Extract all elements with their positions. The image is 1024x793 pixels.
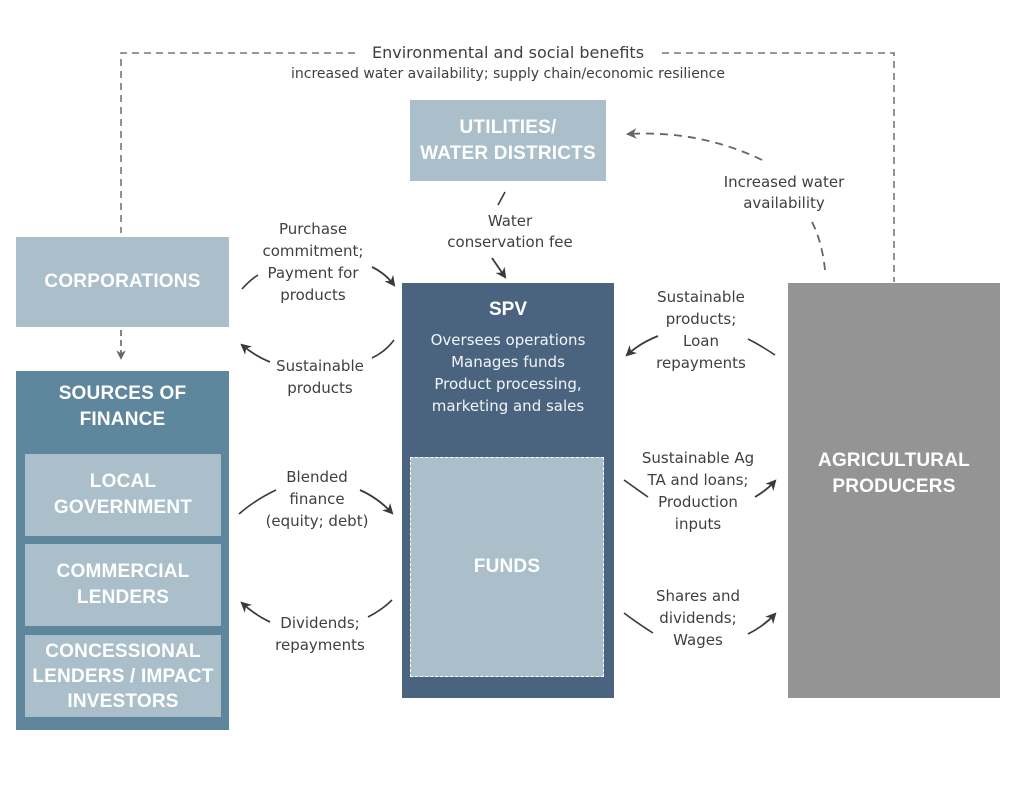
local-government-node: LOCAL GOVERNMENT	[25, 454, 221, 536]
blended-finance-label: Blended finance (equity; debt)	[252, 466, 382, 532]
dividends-line-2: repayments	[275, 636, 365, 654]
utilities-label-line-2: WATER DISTRICTS	[420, 142, 596, 164]
producers-line-1: AGRICULTURAL	[818, 450, 970, 471]
sustainable-ag-line-1: Sustainable Ag	[641, 449, 755, 467]
sustainable-ag-line-2: TA and loans;	[647, 471, 749, 489]
spv-title: SPV	[402, 297, 614, 323]
sp-right-line-4: repayments	[656, 354, 746, 372]
spv-description: Oversees operations Manages funds Produc…	[402, 329, 614, 417]
spv-desc-line-1: Oversees operations	[430, 331, 586, 349]
sp-left-line-1: Sustainable	[276, 357, 364, 375]
sources-of-finance-title: SOURCES OF FINANCE	[16, 377, 229, 437]
sp-right-line-2: products;	[665, 310, 737, 328]
purchase-line-1: Purchase	[278, 220, 348, 238]
benefits-dashed-line-right	[662, 52, 895, 282]
spv-desc-line-4: marketing and sales	[431, 397, 585, 415]
commercial-lenders-line-2: LENDERS	[76, 587, 170, 608]
dividends-line-1: Dividends;	[280, 614, 360, 632]
sustainable-ag-line-4: inputs	[674, 515, 722, 533]
benefits-subtitle-text: increased water availability; supply cha…	[291, 66, 725, 82]
blended-line-3: (equity; debt)	[265, 512, 369, 530]
sustainable-products-left-label: Sustainable products	[255, 355, 385, 399]
water-fee-arrow	[491, 257, 507, 279]
shares-line-1: Shares and	[655, 587, 741, 605]
sustainable-ag-line-3: Production	[658, 493, 738, 511]
increased-water-line-2: availability	[743, 194, 825, 212]
agricultural-producers-node: AGRICULTURAL PRODUCERS	[788, 283, 1000, 698]
sustainable-ag-label: Sustainable Ag TA and loans; Production …	[628, 447, 768, 535]
purchase-line-2: commitment;	[262, 242, 364, 260]
sp-right-line-3: Loan	[683, 332, 719, 350]
increased-water-label: Increased water availability	[704, 172, 864, 214]
sustainable-products-right-label: Sustainable products; Loan repayments	[636, 286, 766, 374]
spv-desc-line-2: Manages funds	[451, 353, 565, 371]
commercial-lenders-line-1: COMMERCIAL	[56, 561, 190, 582]
increased-water-dashed-arrow	[625, 128, 763, 161]
benefits-subtitle: increased water availability; supply cha…	[270, 64, 746, 85]
spv-desc-line-3: Product processing,	[434, 375, 582, 393]
concessional-line-1: CONCESSIONAL	[45, 640, 201, 662]
sp-left-line-2: products	[287, 379, 353, 397]
sources-of-finance-node: SOURCES OF FINANCE LOCAL GOVERNMENT COMM…	[16, 371, 229, 730]
producers-line-2: PRODUCERS	[832, 476, 956, 497]
increased-water-line-1: Increased water	[723, 173, 845, 191]
blended-line-2: finance	[289, 490, 345, 508]
commercial-lenders-node: COMMERCIAL LENDERS	[25, 544, 221, 626]
shares-dividends-label: Shares and dividends; Wages	[628, 585, 768, 651]
concessional-lenders-node: CONCESSIONAL LENDERS / IMPACT INVESTORS	[25, 635, 221, 717]
shares-line-2: dividends;	[659, 609, 737, 627]
purchase-line-3: Payment for	[267, 264, 359, 282]
sources-title-line-2: FINANCE	[79, 409, 166, 430]
sources-title-line-1: SOURCES OF	[58, 383, 187, 404]
concessional-line-2: LENDERS / IMPACT	[32, 665, 214, 687]
utilities-water-districts-node: UTILITIES/ WATER DISTRICTS	[410, 100, 606, 181]
benefits-title: Environmental and social benefits	[360, 42, 656, 63]
corporations-label: CORPORATIONS	[44, 271, 201, 292]
funds-label: FUNDS	[473, 556, 541, 577]
funds-node: FUNDS	[410, 457, 604, 677]
water-fee-line-1: Water	[487, 212, 533, 230]
sp-right-line-1: Sustainable	[657, 288, 745, 306]
dividends-repayments-label: Dividends; repayments	[255, 612, 385, 656]
corporations-node: CORPORATIONS	[16, 237, 229, 327]
local-government-line-1: LOCAL	[89, 471, 157, 492]
shares-line-3: Wages	[673, 631, 723, 649]
increased-water-dashed-tail	[809, 217, 826, 271]
water-fee-tail	[497, 191, 506, 206]
purchase-line-4: products	[280, 286, 346, 304]
purchase-commitment-label: Purchase commitment; Payment for product…	[248, 218, 378, 306]
concessional-line-3: INVESTORS	[67, 690, 179, 712]
utilities-label-line-1: UTILITIES/	[459, 116, 557, 138]
water-fee-line-2: conservation fee	[447, 233, 573, 251]
spv-title-text: SPV	[488, 299, 528, 320]
water-fee-label: Water conservation fee	[430, 211, 590, 253]
benefits-title-text: Environmental and social benefits	[371, 43, 645, 62]
local-government-line-2: GOVERNMENT	[53, 497, 193, 518]
spv-node: SPV Oversees operations Manages funds Pr…	[402, 283, 614, 698]
blended-line-1: Blended	[286, 468, 348, 486]
